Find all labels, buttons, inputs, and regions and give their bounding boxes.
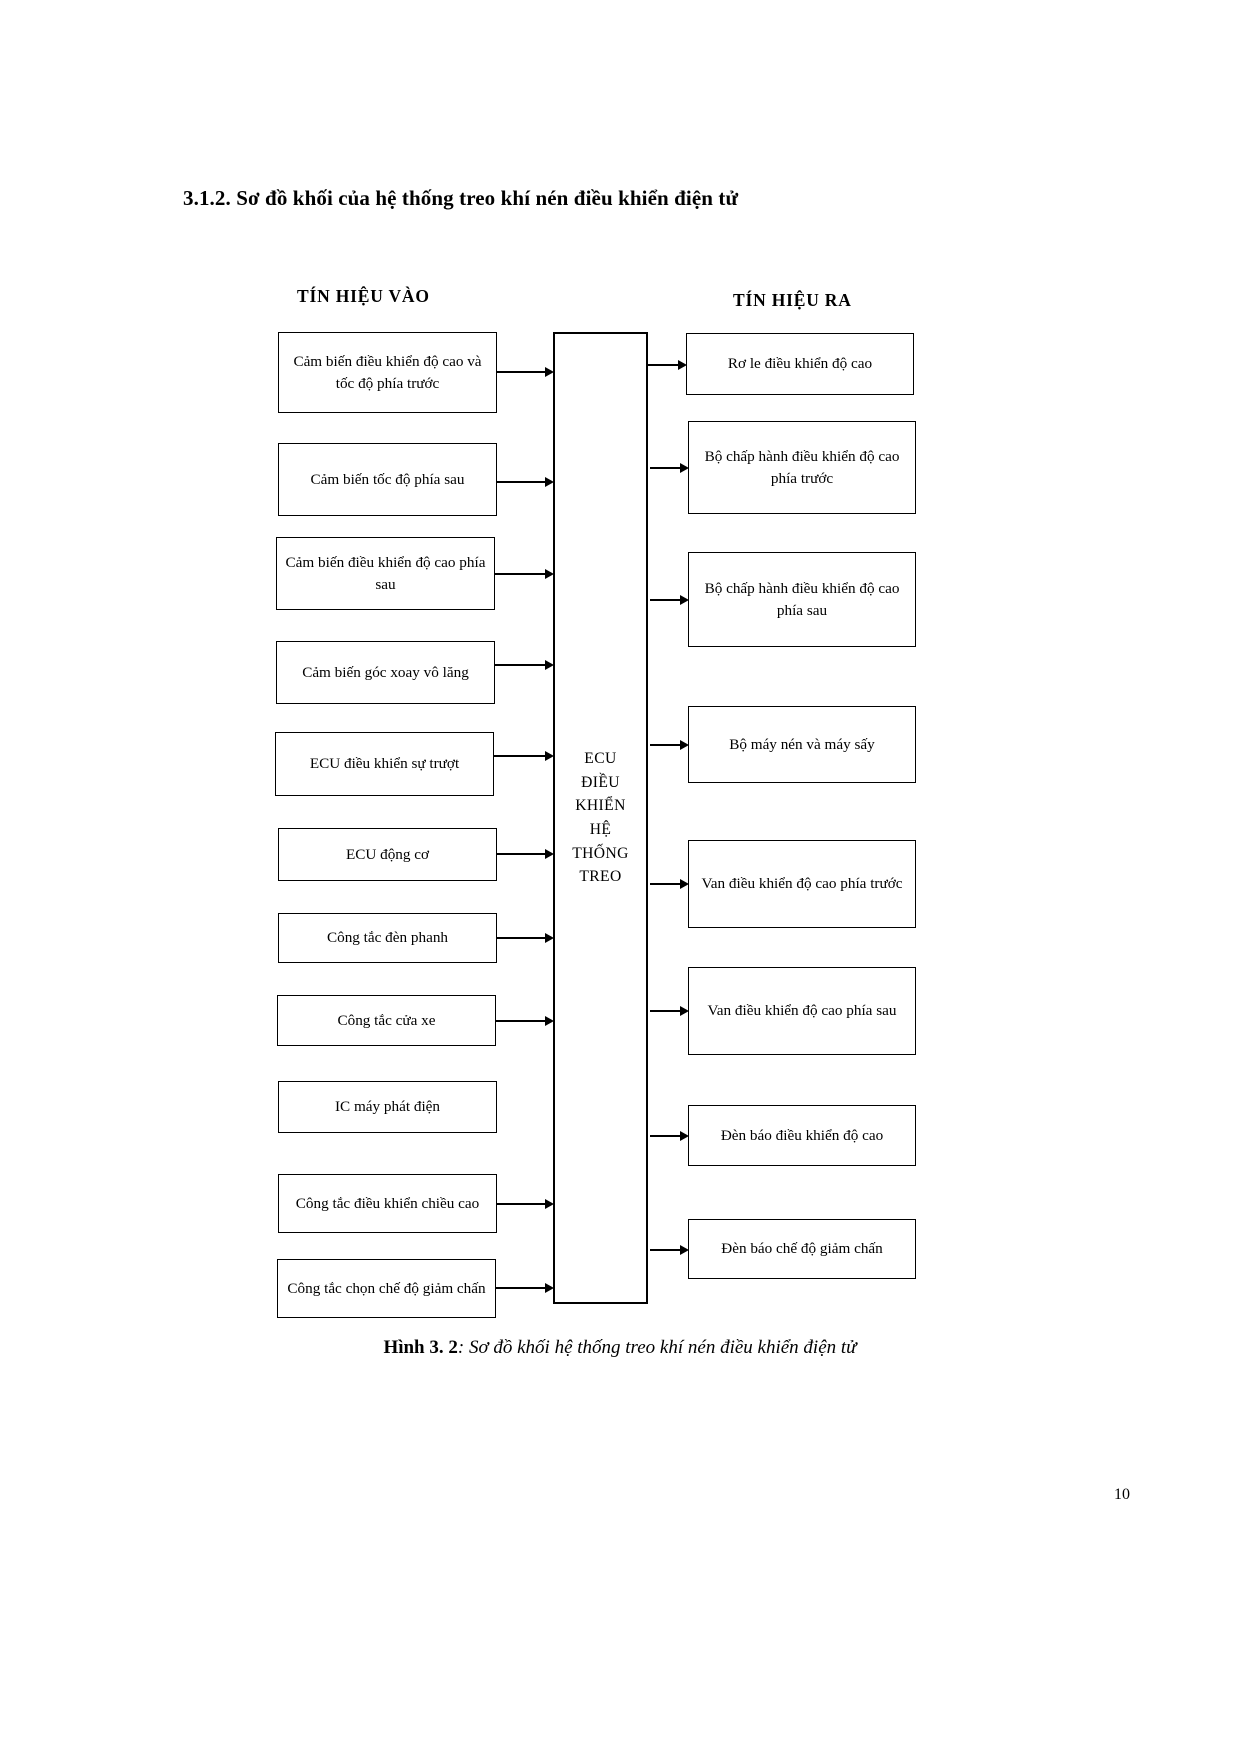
output-box-1-label: Rơ le điều khiển độ cao (727, 355, 873, 373)
connector-input-8 (496, 1020, 545, 1022)
connector-output-1 (648, 364, 678, 366)
input-box-2-label: Cảm biến tốc độ phía sau (310, 470, 465, 488)
connector-input-6 (497, 853, 545, 855)
arrow-input-8 (545, 1016, 554, 1026)
input-column-header: TÍN HIỆU VÀO (297, 286, 430, 306)
input-box-4-label: Cảm biến góc xoay vô lăng (302, 663, 469, 681)
arrow-input-5 (545, 751, 554, 761)
ecu-central-block: ECU ĐIỀU KHIỂN HỆ THỐNG TREO (553, 332, 648, 1304)
input-box-5-label: ECU điều khiển sự trượt (309, 755, 460, 773)
input-box-4: Cảm biến góc xoay vô lăng (276, 641, 495, 704)
input-box-6-label: ECU động cơ (345, 845, 430, 863)
arrow-output-2 (680, 463, 689, 473)
connector-input-1 (497, 371, 545, 373)
input-box-1-label: Cảm biến điều khiển độ cao và tốc độ phí… (293, 352, 482, 392)
output-box-7-label: Đèn báo điều khiển độ cao (720, 1126, 884, 1144)
output-box-6-label: Van điều khiển độ cao phía sau (707, 1002, 897, 1020)
input-box-7-label: Công tắc đèn phanh (326, 929, 449, 947)
arrow-input-4 (545, 660, 554, 670)
input-box-9-label: IC máy phát điện (334, 1098, 441, 1116)
output-box-8: Đèn báo chế độ giảm chấn (688, 1219, 916, 1279)
output-box-5-label: Van điều khiển độ cao phía trước (701, 875, 903, 893)
input-box-5: ECU điều khiển sự trượt (275, 732, 494, 796)
input-box-2: Cảm biến tốc độ phía sau (278, 443, 497, 516)
output-box-6: Van điều khiển độ cao phía sau (688, 967, 916, 1055)
output-box-1: Rơ le điều khiển độ cao (686, 333, 914, 395)
connector-input-7 (497, 937, 545, 939)
connector-output-6 (650, 1010, 680, 1012)
arrow-output-7 (680, 1131, 689, 1141)
figure-caption-text: : Sơ đồ khối hệ thống treo khí nén điều … (457, 1337, 857, 1358)
input-box-11-label: Công tắc chọn chế độ giảm chấn (287, 1279, 486, 1297)
connector-input-4 (495, 664, 545, 666)
arrow-input-11 (545, 1283, 554, 1293)
arrow-output-5 (680, 879, 689, 889)
connector-output-8 (650, 1249, 680, 1251)
input-box-10: Công tắc điều khiển chiều cao (278, 1174, 497, 1233)
output-box-4-label: Bộ máy nén và máy sấy (729, 735, 875, 753)
connector-input-10 (497, 1203, 545, 1205)
arrow-input-3 (545, 569, 554, 579)
input-box-8: Công tắc cửa xe (277, 995, 496, 1046)
connector-input-5 (494, 755, 545, 757)
input-box-10-label: Công tắc điều khiển chiều cao (295, 1194, 480, 1212)
arrow-output-1 (678, 360, 687, 370)
figure-caption: Hình 3. 2: Sơ đồ khối hệ thống treo khí … (0, 1337, 1240, 1359)
section-heading: 3.1.2. Sơ đồ khối của hệ thống treo khí … (183, 186, 739, 210)
connector-output-7 (650, 1135, 680, 1137)
output-box-3-label: Bộ chấp hành điều khiển độ cao phía sau (704, 579, 900, 619)
input-box-9: IC máy phát điện (278, 1081, 497, 1133)
arrow-output-6 (680, 1006, 689, 1016)
arrow-input-10 (545, 1199, 554, 1209)
connector-input-3 (495, 573, 545, 575)
output-box-2: Bộ chấp hành điều khiển độ cao phía trướ… (688, 421, 916, 514)
arrow-input-1 (545, 367, 554, 377)
arrow-input-7 (545, 933, 554, 943)
input-box-3-label: Cảm biến điều khiển độ cao phía sau (285, 553, 486, 593)
connector-input-11 (496, 1287, 545, 1289)
output-box-4: Bộ máy nén và máy sấy (688, 706, 916, 783)
arrow-output-3 (680, 595, 689, 605)
output-box-8-label: Đèn báo chế độ giảm chấn (721, 1240, 883, 1258)
ecu-central-label: ECU ĐIỀU KHIỂN HỆ THỐNG TREO (572, 749, 629, 886)
output-column-header: TÍN HIỆU RA (733, 290, 852, 310)
arrow-output-4 (680, 740, 689, 750)
output-box-5: Van điều khiển độ cao phía trước (688, 840, 916, 928)
input-box-6: ECU động cơ (278, 828, 497, 881)
output-box-7: Đèn báo điều khiển độ cao (688, 1105, 916, 1166)
connector-output-3 (650, 599, 680, 601)
arrow-input-6 (545, 849, 554, 859)
output-box-2-label: Bộ chấp hành điều khiển độ cao phía trướ… (704, 447, 900, 487)
input-box-8-label: Công tắc cửa xe (337, 1011, 436, 1029)
input-box-1: Cảm biến điều khiển độ cao và tốc độ phí… (278, 332, 497, 413)
arrow-output-8 (680, 1245, 689, 1255)
output-box-3: Bộ chấp hành điều khiển độ cao phía sau (688, 552, 916, 647)
connector-output-2 (650, 467, 680, 469)
input-box-11: Công tắc chọn chế độ giảm chấn (277, 1259, 496, 1318)
figure-caption-label: Hình 3. 2 (383, 1337, 458, 1358)
page-number: 10 (1114, 1486, 1130, 1503)
connector-output-5 (650, 883, 680, 885)
connector-output-4 (650, 744, 680, 746)
input-box-7: Công tắc đèn phanh (278, 913, 497, 963)
input-box-3: Cảm biến điều khiển độ cao phía sau (276, 537, 495, 610)
connector-input-2 (497, 481, 545, 483)
arrow-input-2 (545, 477, 554, 487)
